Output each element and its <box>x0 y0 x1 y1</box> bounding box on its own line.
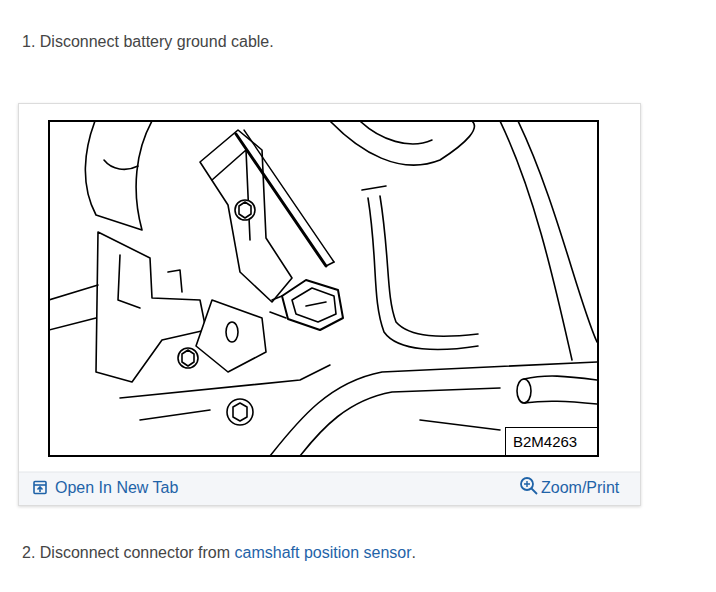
link-text-holder: Zoom/Print <box>541 478 619 498</box>
link-text: camshaft position sensor <box>235 543 412 563</box>
link-text-holder: Open In New Tab <box>55 478 178 498</box>
figure-toolbar <box>19 472 640 505</box>
figure-card <box>19 104 641 506</box>
figure-code-holder: B2M4263 <box>513 432 577 452</box>
step-text-holder: 1. Disconnect battery ground cable. <box>22 32 274 52</box>
zoom-icon <box>521 478 537 494</box>
toolbar-divider <box>19 472 640 473</box>
step-text-holder: 2. Disconnect connector from <box>22 543 230 563</box>
step-text: . <box>412 543 416 563</box>
figure-code: B2M4263 <box>513 432 577 452</box>
step-text: 2. Disconnect connector from <box>22 543 230 563</box>
figure-code-box <box>506 428 598 456</box>
link-text: Zoom/Print <box>541 478 619 498</box>
figure-frame <box>49 121 598 456</box>
link-text-holder: camshaft position sensor <box>235 543 412 563</box>
step-text: 1. Disconnect battery ground cable. <box>22 32 274 52</box>
step-text-holder: . <box>412 543 416 563</box>
new-tab-icon <box>34 482 46 494</box>
engine-line-art <box>50 122 597 455</box>
link-text: Open In New Tab <box>55 478 178 498</box>
